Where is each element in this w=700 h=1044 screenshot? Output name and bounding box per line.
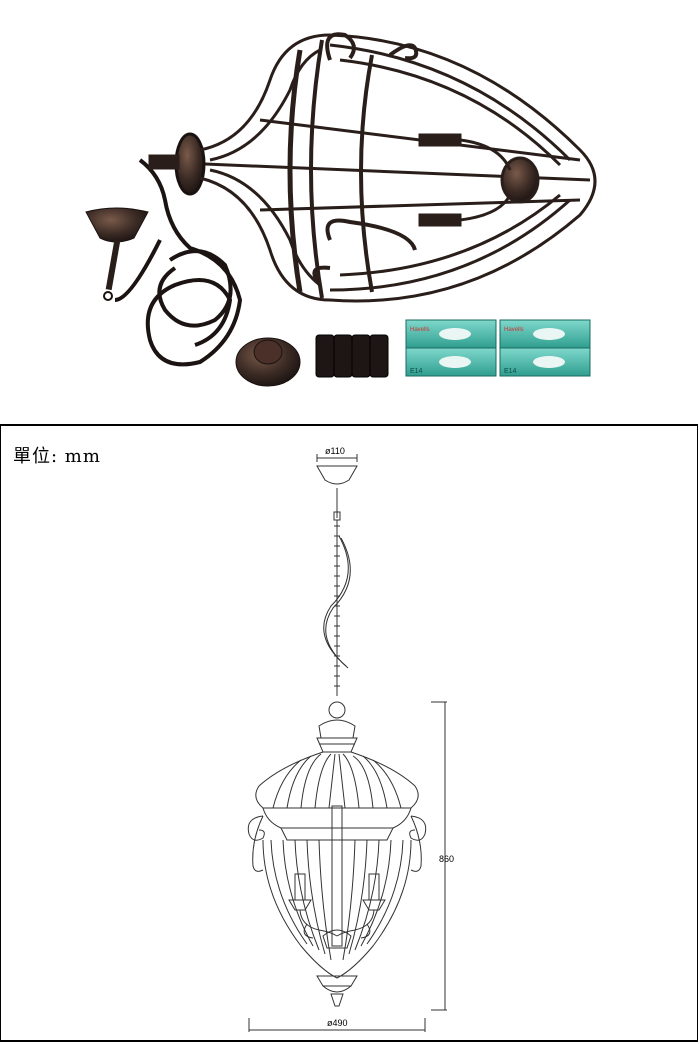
ceiling-canopy <box>85 207 149 301</box>
bottom-diameter-dimension: ø490 <box>248 1018 426 1032</box>
chandelier-parts-photo: Havells Havells E14 E14 <box>85 32 597 387</box>
drawing-chain <box>323 520 351 696</box>
drawing-main-cage <box>262 805 412 979</box>
bulb-box-code: E14 <box>410 368 423 375</box>
bulb-box-brand: Havells <box>410 327 430 333</box>
top-diameter-text: ø110 <box>325 446 345 456</box>
drawing-finial <box>316 701 358 753</box>
drawing-bottom-finial <box>316 975 358 1007</box>
product-photo-panel: Havells Havells E14 E14 <box>0 0 700 424</box>
bulb-box-brand: Havells <box>504 327 524 333</box>
cap-cover <box>235 337 301 387</box>
unit-label: 單位: mm <box>13 446 101 467</box>
drawing-upper-dome <box>255 751 419 841</box>
height-text: 860 <box>439 854 454 864</box>
candle-sleeves <box>315 334 389 378</box>
technical-drawing-panel: 單位: mm ø110 <box>0 424 698 1042</box>
bottom-diameter-text: ø490 <box>327 1018 348 1028</box>
bulb-box-code: E14 <box>504 368 517 375</box>
iron-cage-body <box>148 32 597 303</box>
hanging-chain <box>114 158 243 367</box>
bulb-boxes: Havells Havells E14 E14 <box>405 319 591 377</box>
drawing-canopy <box>316 465 358 521</box>
top-diameter-dimension: ø110 <box>316 446 358 462</box>
drawing-side-scrolls <box>247 815 427 872</box>
drawing-candle-arms <box>288 873 386 949</box>
height-dimension: 860 <box>431 701 454 1011</box>
chandelier-line-drawing: ø110 <box>247 446 454 1032</box>
